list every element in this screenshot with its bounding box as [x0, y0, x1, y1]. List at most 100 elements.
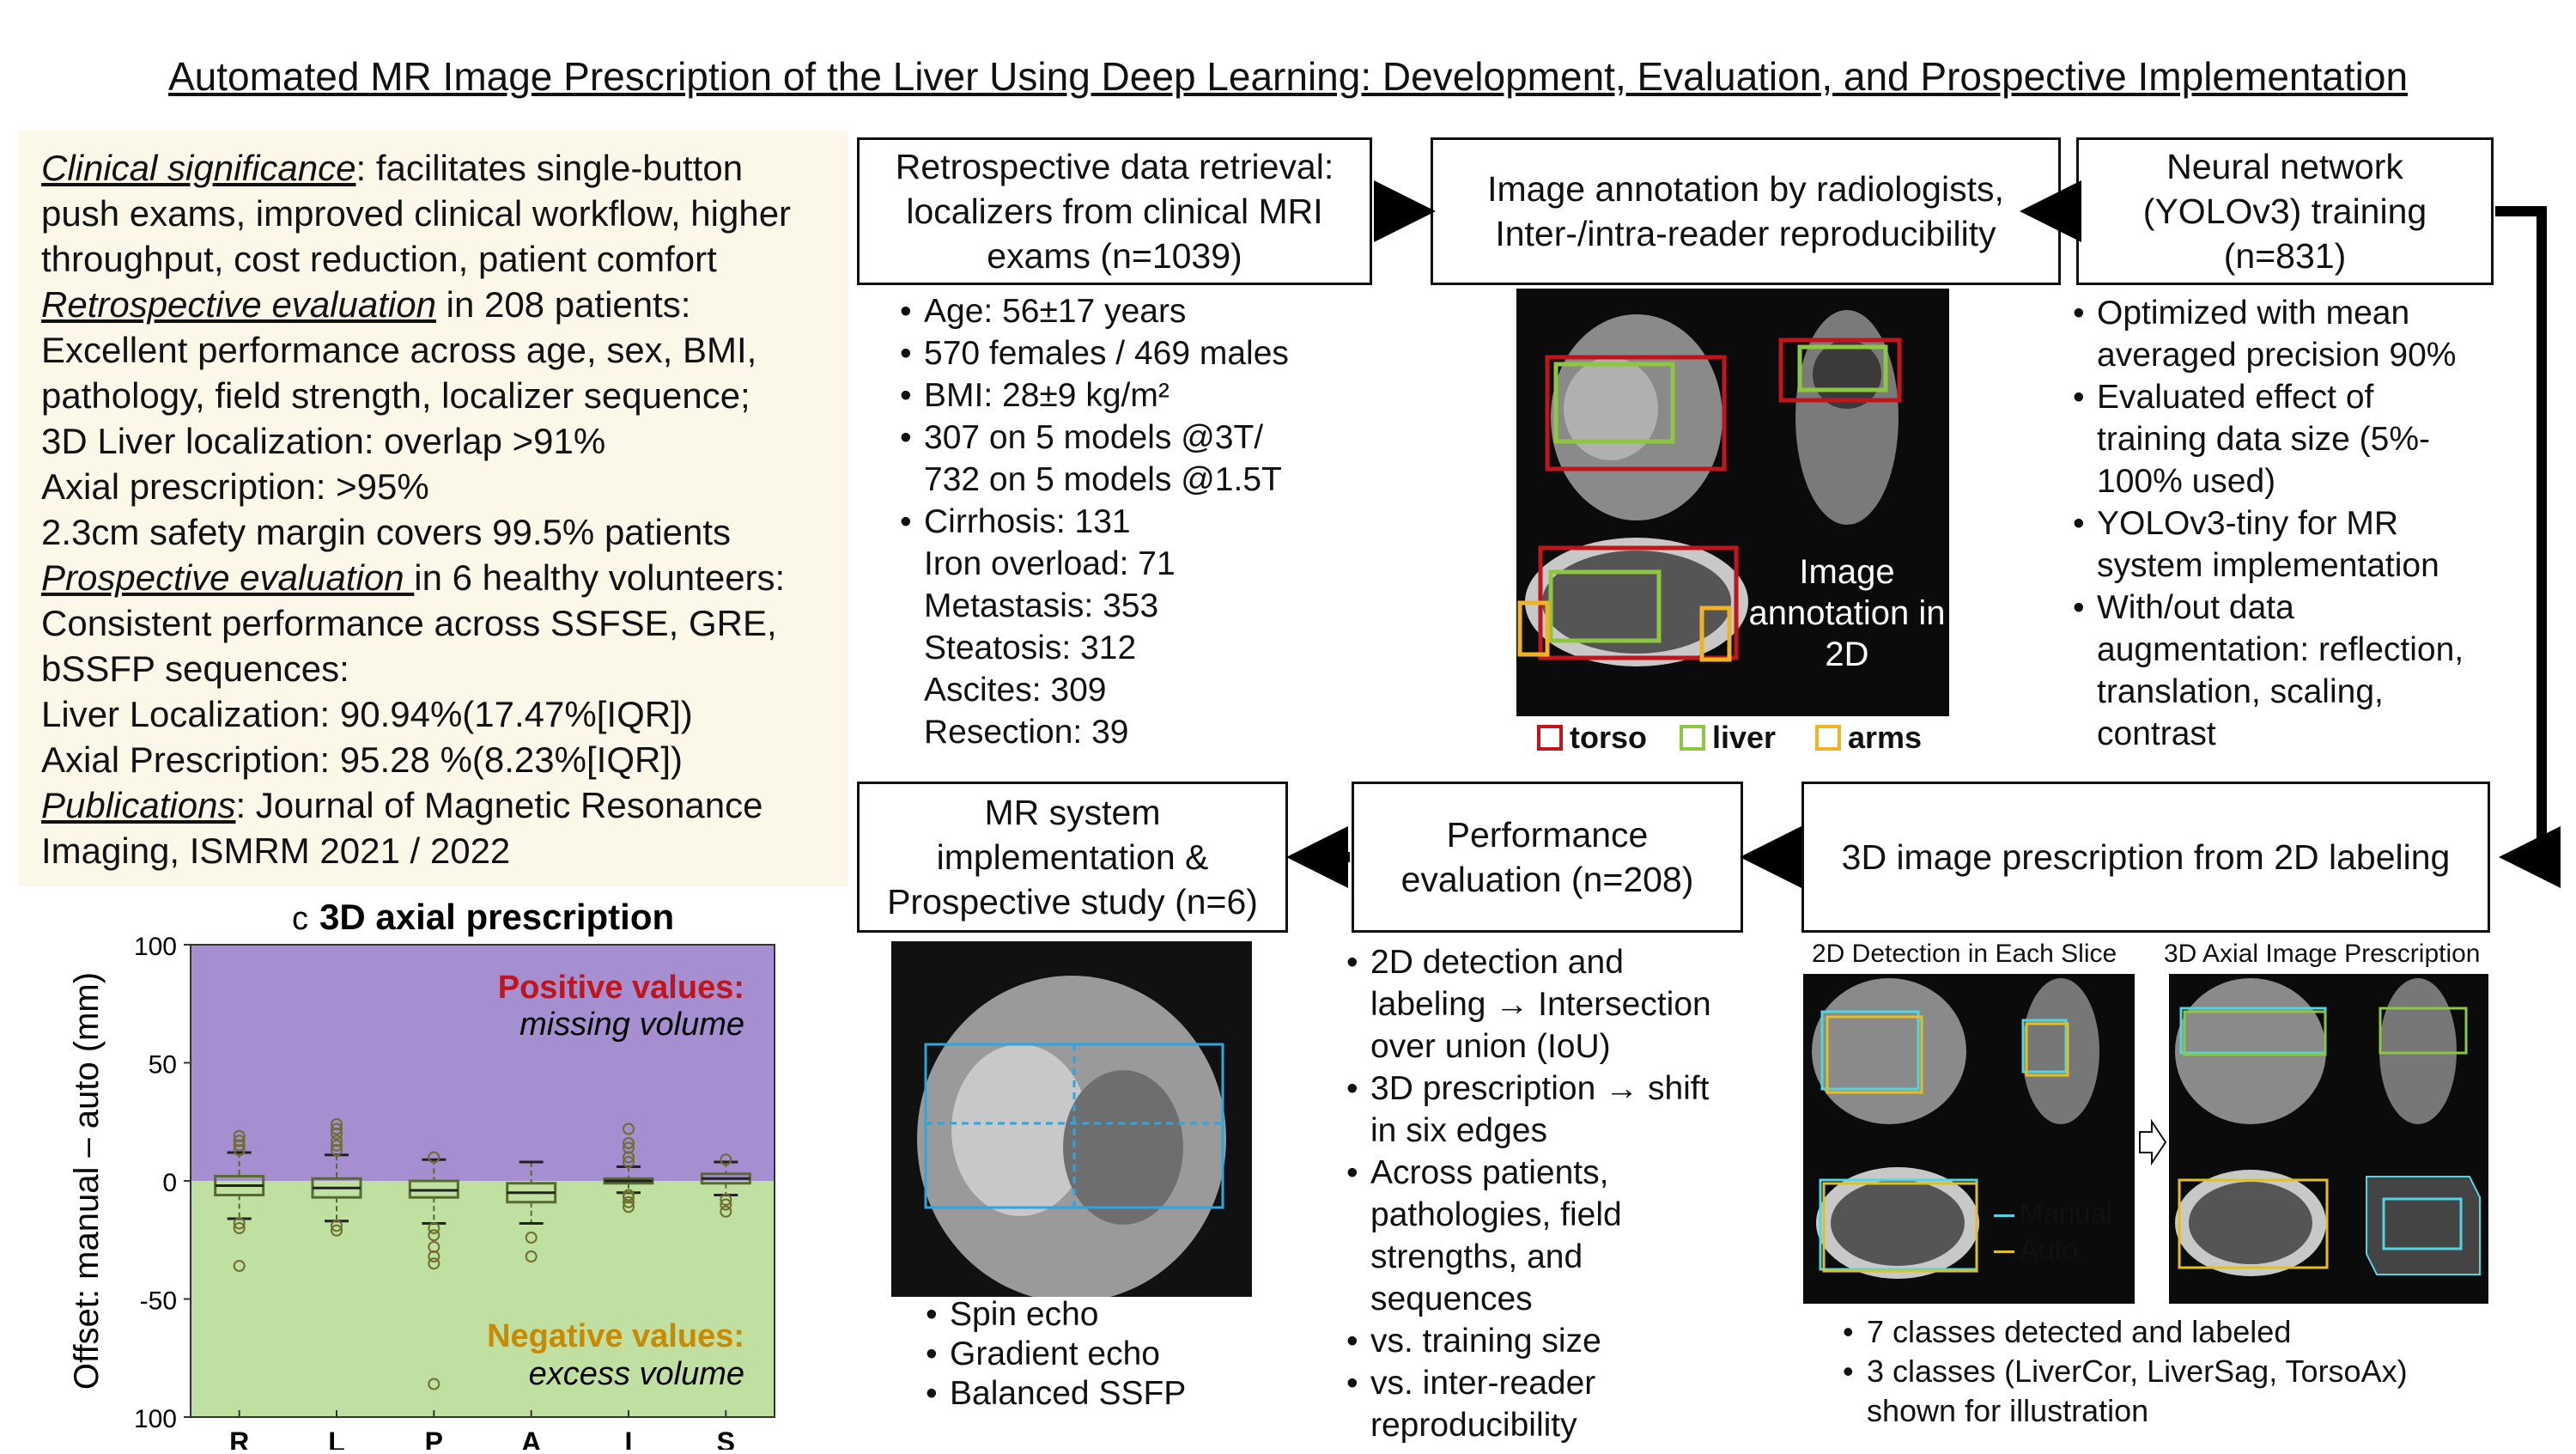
- positive-region-title: Positive values:: [498, 970, 744, 1006]
- summary-text: : facilitates single-button: [355, 148, 744, 188]
- summary-line: Publications: Journal of Magnetic Resona…: [41, 783, 763, 828]
- bullet-item: 100% used): [2097, 463, 2276, 500]
- summary-line: Clinical significance: facilitates singl…: [41, 146, 743, 191]
- summary-text: in 208 patients:: [435, 284, 691, 325]
- prescription-3d-illustration: [2175, 978, 2481, 1276]
- summary-heading: Prospective evaluation: [41, 557, 415, 598]
- negative-region-subtitle: excess volume: [529, 1356, 744, 1392]
- step-prescription3d-box: 3D image prescription from 2D labeling: [1801, 782, 2490, 933]
- implementation-bullets: Spin echoGradient echoBalanced SSFP: [926, 1295, 1186, 1414]
- bullet-item: over union (IoU): [1370, 1028, 1611, 1065]
- outlier-point: [720, 1198, 732, 1211]
- summary-line: Axial prescription: >95%: [41, 466, 429, 507]
- outlier-point: [720, 1205, 732, 1218]
- outlier-point: [331, 1118, 343, 1130]
- summary-text: : Journal of Magnetic Resonance: [235, 785, 763, 825]
- outlier-point: [428, 1151, 440, 1164]
- annotation-caption: Image annotation in 2D: [1748, 553, 1946, 673]
- bullet-item: Optimized with mean: [2073, 292, 2464, 334]
- bullet-item: shown for illustration: [1867, 1393, 2149, 1428]
- legend-liver: liver: [1680, 720, 1776, 756]
- outlier-point: [623, 1137, 635, 1149]
- outlier-point: [623, 1141, 635, 1154]
- bullet-item: labeling → Intersection: [1370, 986, 1711, 1023]
- chart-title: 3D axial prescription: [319, 897, 674, 937]
- implementation-mri-image: [891, 941, 1252, 1302]
- hollow-arrow-icon: [2139, 1118, 2167, 1166]
- step-performance-box: Performance evaluation (n=208): [1352, 782, 1743, 933]
- summary-text: in 6 healthy volunteers:: [414, 557, 786, 598]
- summary-panel: Clinical significance: facilitates singl…: [19, 131, 848, 886]
- outlier-point: [233, 1217, 246, 1230]
- bullet-item: Metastasis: 353: [924, 587, 1159, 624]
- bullet-item: With/out data: [2073, 587, 2464, 629]
- outlier-point: [428, 1257, 440, 1270]
- summary-line: 3D Liver localization: overlap >91%: [41, 421, 606, 461]
- outlier-point: [525, 1250, 538, 1262]
- step-implementation-box: MR system implementation & Prospective s…: [857, 782, 1288, 933]
- legend-torso: torso: [1537, 720, 1647, 756]
- bullet-item: BMI: 28±9 kg/m²: [900, 374, 1289, 417]
- panel-right-title: 3D Axial Image Prescription: [2164, 940, 2481, 968]
- bullet-item: averaged precision 90%: [2097, 337, 2457, 374]
- summary-line: Liver Localization: 90.94%(17.47%[IQR]): [41, 694, 693, 734]
- x-tick-label: R: [229, 1427, 249, 1450]
- y-axis-label: Offset: manual – auto (mm): [68, 972, 106, 1390]
- bullet-item: 7 classes detected and labeled: [1843, 1312, 2408, 1352]
- outlier-point: [331, 1139, 343, 1152]
- outlier-point: [428, 1222, 440, 1234]
- bullet-item: in six edges: [1370, 1112, 1547, 1149]
- y-tick-label: 100: [134, 933, 177, 961]
- liver-swatch: [1680, 725, 1705, 751]
- panel-label: c: [292, 901, 308, 937]
- summary-line: Retrospective evaluation in 208 patients…: [41, 283, 690, 327]
- panel-left-title: 2D Detection in Each Slice: [1812, 940, 2117, 968]
- bullet-item: Age: 56±17 years: [900, 290, 1289, 332]
- y-tick-label: 100: [134, 1405, 177, 1433]
- summary-line: throughput, cost reduction, patient comf…: [41, 239, 717, 279]
- summary-heading: Clinical significance: [41, 148, 356, 188]
- bullet-item: YOLOv3-tiny for MR: [2073, 502, 2464, 544]
- bullet-item: training data size (5%-: [2097, 421, 2431, 458]
- manual-swatch: [1994, 1214, 2014, 1217]
- outlier-point: [623, 1195, 635, 1208]
- outlier-point: [331, 1135, 343, 1147]
- x-tick-label: P: [425, 1427, 443, 1450]
- outlier-point: [623, 1122, 635, 1135]
- bullet-item: contrast: [2097, 715, 2216, 752]
- bullet-item: 2D detection and: [1346, 941, 1711, 983]
- x-tick-label: S: [717, 1427, 735, 1450]
- legend-auto-label: Auto: [2020, 1233, 2078, 1265]
- poster-title: Automated MR Image Prescription of the L…: [167, 54, 2409, 99]
- outlier-point: [428, 1378, 440, 1390]
- summary-line: bSSFP sequences:: [41, 648, 349, 689]
- x-tick-label: I: [625, 1427, 633, 1450]
- step-training-box: Neural network (YOLOv3) training (n=831): [2076, 137, 2494, 285]
- legend-arms: arms: [1815, 720, 1922, 756]
- summary-line: 2.3cm safety margin covers 99.5% patient…: [41, 512, 732, 552]
- bullet-item: Balanced SSFP: [926, 1374, 1186, 1414]
- bullet-item: augmentation: reflection,: [2097, 631, 2464, 668]
- outlier-point: [428, 1229, 440, 1242]
- annotation-mri-illustration: [1517, 310, 1902, 666]
- retrieval-bullets: Age: 56±17 years570 females / 469 malesB…: [900, 290, 1289, 753]
- outlier-point: [720, 1153, 732, 1166]
- summary-line: pathology, field strength, localizer seq…: [41, 375, 750, 416]
- outlier-point: [720, 1194, 732, 1206]
- torso-swatch: [1537, 725, 1563, 751]
- outlier-point: [428, 1250, 440, 1262]
- bullet-item: translation, scaling,: [2097, 673, 2384, 710]
- negative-region-title: Negative values:: [487, 1318, 744, 1354]
- outlier-point: [331, 1220, 343, 1232]
- summary-line: Consistent performance across SSFSE, GRE…: [41, 603, 777, 643]
- summary-line: Axial Prescription: 95.28 %(8.23%[IQR]): [41, 739, 683, 780]
- arrow-training-to-prescription: [2495, 206, 2561, 888]
- summary-line: Excellent performance across age, sex, B…: [41, 330, 757, 370]
- summary-heading: Retrospective evaluation: [41, 284, 436, 325]
- bullet-item: pathologies, field: [1370, 1196, 1622, 1233]
- negative-region: [191, 1181, 775, 1417]
